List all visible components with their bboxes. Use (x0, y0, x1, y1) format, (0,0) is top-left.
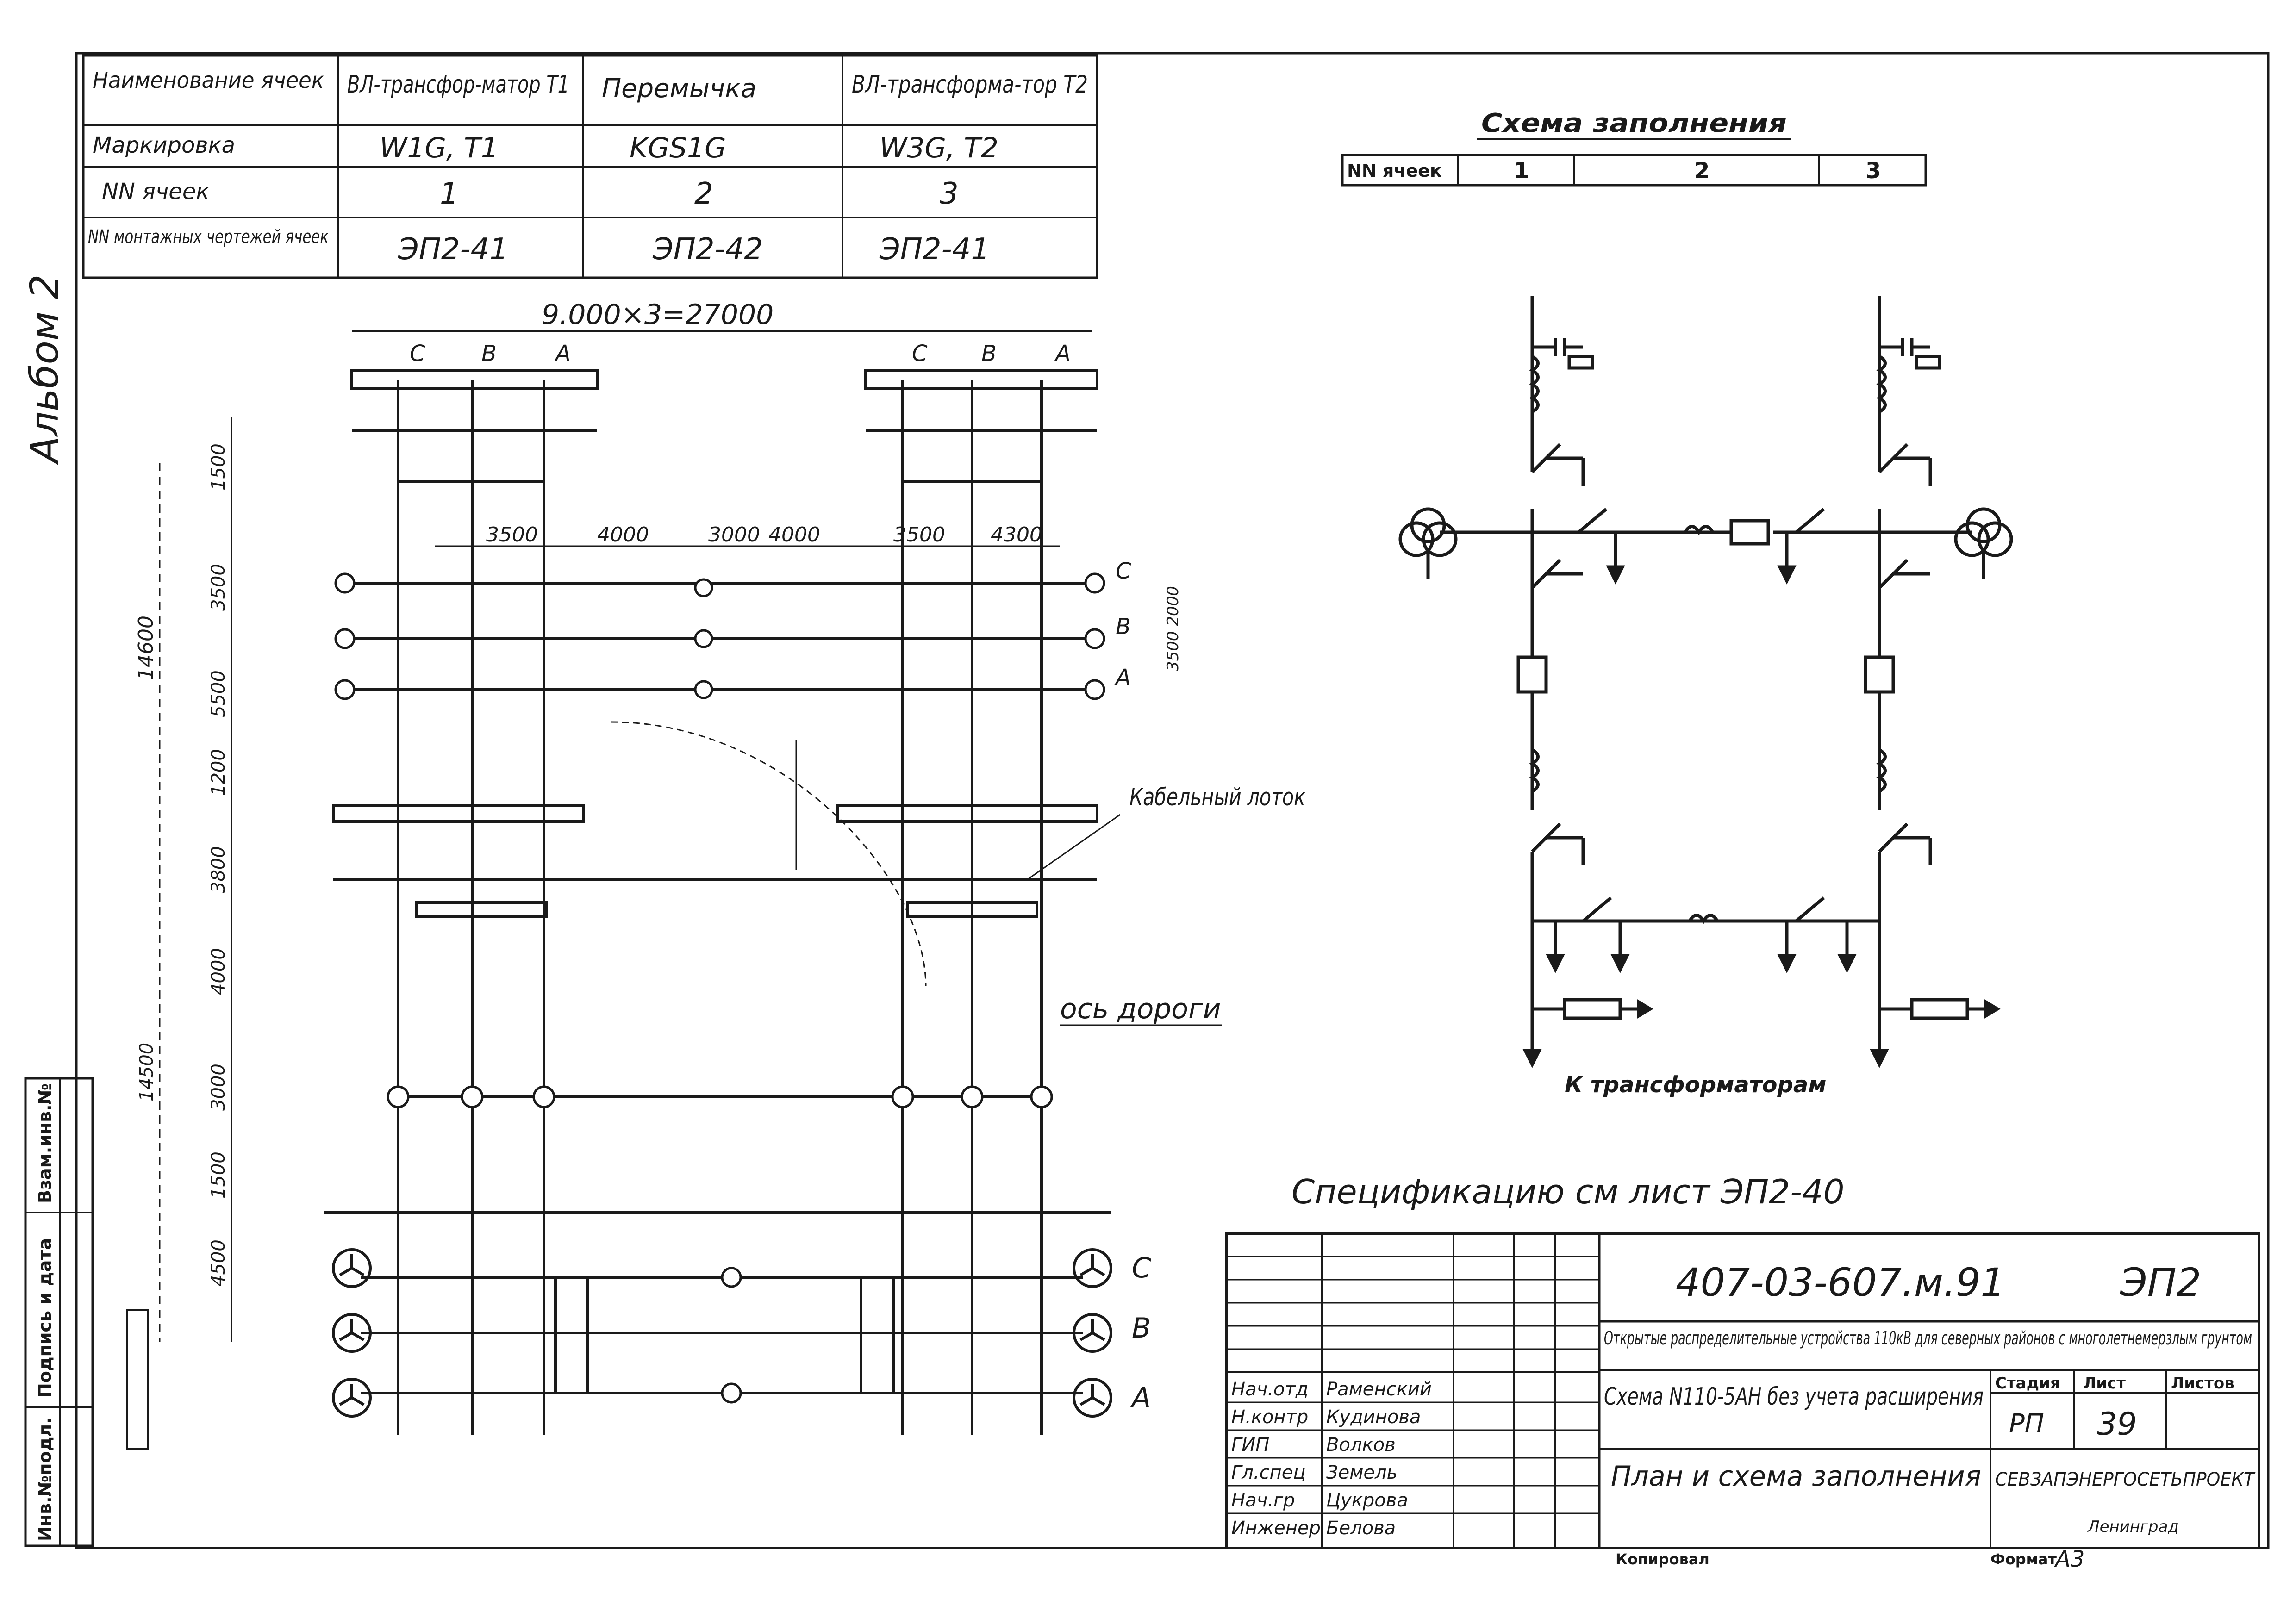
sheet-label: Лист (2083, 1374, 2126, 1393)
scheme-top-bridge (1398, 507, 2013, 585)
dim-left-4: 1200 (208, 749, 229, 796)
cell-table-r2-c2: KGS1G (630, 132, 726, 164)
fill-scheme-cell-1: 1 (1514, 158, 1529, 184)
cell-table: Наименование ячеек ВЛ-трансфор-матор Т1 … (82, 54, 1098, 279)
side-stamp-replace: Взам.инв.№ (35, 1083, 55, 1203)
staff-name-2: Кудинова (1326, 1406, 1421, 1428)
organization: СЕВЗАПЭНЕРГОСЕТЬПРОЕКТ (1995, 1469, 2256, 1490)
title-description: Открытые распределительные устройства 11… (1604, 1328, 2252, 1349)
cell-table-r1-c3: ВЛ-трансформа-тор Т2 (852, 71, 1088, 99)
road-axis-label: ось дороги (1060, 993, 1221, 1025)
phase-right-mid-c: C (1116, 558, 1131, 584)
sheets-label: Листов (2171, 1374, 2234, 1393)
staff-role-5: Нач.гр (1231, 1490, 1295, 1511)
cell-table-r2-c3: W3G, T2 (880, 132, 998, 164)
dim-left-3: 5500 (208, 670, 229, 717)
staff-name-1: Раменский (1326, 1379, 1432, 1400)
stage-label: Стадия (1995, 1374, 2060, 1393)
staff-name-4: Земель (1326, 1462, 1398, 1483)
title-block: Нач.отд Раменский Н.контр Кудинова ГИП В… (1225, 1232, 2260, 1572)
cable-tray-label: Кабельный лоток (1129, 784, 1305, 811)
fill-scheme-title: Схема заполнения (1481, 108, 1787, 138)
staff-role-4: Гл.спец (1231, 1462, 1306, 1483)
dim-left-9: 4500 (208, 1239, 229, 1287)
scheme-bottom-bridge (1532, 896, 1879, 973)
format-label: Формат (1990, 1550, 2057, 1568)
dim-right: 3500 2000 (1164, 586, 1182, 671)
side-stamp-inv: Инв.№подл. (35, 1417, 55, 1541)
dim-top-1: 3500 (486, 523, 538, 547)
phase-right-bottom-b: B (1132, 1312, 1151, 1344)
city: Ленинград (2087, 1518, 2179, 1536)
staff-name-6: Белова (1326, 1518, 1396, 1539)
dim-left-6: 4000 (208, 948, 229, 995)
dim-top-6: 4300 (991, 523, 1042, 547)
staff-role-3: ГИП (1231, 1434, 1269, 1456)
staff-role-1: Нач.отд (1231, 1379, 1308, 1400)
plan-overall-dim: 9.000×3=27000 (542, 299, 774, 331)
fill-scheme-cell-3: 3 (1866, 158, 1881, 184)
dim-left-total: 14600 (134, 616, 158, 680)
title-scheme: Схема N110-5АН без учета расширения (1604, 1383, 1984, 1411)
cell-table-r4-c2: ЭП2-42 (652, 232, 763, 267)
dim-left-7: 14500 (136, 1043, 157, 1101)
staff-role-6: Инженер (1231, 1518, 1321, 1539)
dim-left-1: 1500 (208, 443, 229, 491)
spec-note: Спецификацию см лист ЭП2-40 (1292, 1172, 1845, 1211)
dim-top-5: 3500 (893, 523, 945, 547)
phase-right-bottom-a: A (1130, 1381, 1151, 1414)
staff-name-5: Цукрова (1326, 1490, 1408, 1511)
phase-top-left-a: A (554, 341, 571, 367)
phase-top-left-b: B (481, 341, 497, 367)
side-stamp: Инв.№подл. Подпись и дата Взам.инв.№ (24, 1077, 149, 1547)
sheet-value: 39 (2097, 1406, 2137, 1443)
dim-left-2: 3500 (208, 564, 229, 611)
phase-top-left-c: C (410, 341, 425, 367)
phase-right-mid-a: A (1114, 665, 1131, 691)
scheme-right-branch (1864, 296, 2001, 1068)
dim-top-2: 4000 (597, 523, 649, 547)
scheme-left-branch (1516, 296, 1653, 1068)
album-label: Альбом 2 (22, 274, 67, 465)
dim-top-3: 3000 (708, 523, 760, 547)
sheet-frame (75, 52, 2270, 1549)
copied-label: Копировал (1616, 1550, 1710, 1568)
cell-table-r1-c1: ВЛ-трансфор-матор Т1 (347, 71, 569, 99)
staff-role-2: Н.контр (1231, 1406, 1308, 1428)
cell-table-r4-c3: ЭП2-41 (879, 232, 990, 267)
fill-scheme-caption: К трансформаторам (1565, 1072, 1827, 1098)
phase-right-bottom-c: C (1132, 1252, 1151, 1284)
fill-scheme-row-label: NN ячеек (1347, 161, 1442, 181)
dim-left-10: 1500 (208, 1151, 229, 1199)
staff-name-3: Волков (1326, 1434, 1396, 1456)
phase-right-mid-b: B (1116, 614, 1131, 640)
fill-scheme-cell-2: 2 (1694, 158, 1710, 184)
cell-table-r3-c1: 1 (440, 177, 459, 211)
cell-table-header-r1-a: Наименование ячеек (93, 68, 324, 93)
side-stamp-sign: Подпись и дата (35, 1238, 55, 1398)
cell-table-header-r2: Маркировка (93, 132, 235, 158)
dim-left-8: 3000 (208, 1064, 229, 1111)
cell-table-r2-c1: W1G, T1 (380, 132, 499, 164)
cell-table-r1-c2: Перемычка (602, 74, 756, 104)
phase-top-right-a: A (1054, 341, 1071, 367)
phase-top-right-c: C (912, 341, 928, 367)
phase-top-right-b: B (981, 341, 997, 367)
dim-top-4: 4000 (768, 523, 820, 547)
cell-table-r3-c3: 3 (940, 177, 959, 211)
fill-scheme: Схема заполнения NN ячеек 1 2 3 (1341, 108, 2013, 1098)
format-value: А3 (2054, 1546, 2084, 1572)
cell-table-header-r3: NN ячеек (102, 179, 209, 205)
cell-table-header-r4: NN монтажных чертежей ячеек (88, 226, 329, 248)
title-drawing-title: План и схема заполнения (1611, 1460, 1981, 1493)
dim-left-5: 3800 (208, 846, 229, 893)
cell-table-r4-c1: ЭП2-41 (398, 232, 508, 267)
plan-drawing: 9.000×3=27000 C B A C B A 3500 4000 3000… (134, 299, 1305, 1435)
title-sheet-code: ЭП2 (2120, 1260, 2201, 1305)
cell-table-r3-c2: 2 (694, 177, 713, 211)
stage-value: РП (2009, 1409, 2044, 1439)
title-code: 407-03-607.м.91 (1676, 1260, 2005, 1305)
